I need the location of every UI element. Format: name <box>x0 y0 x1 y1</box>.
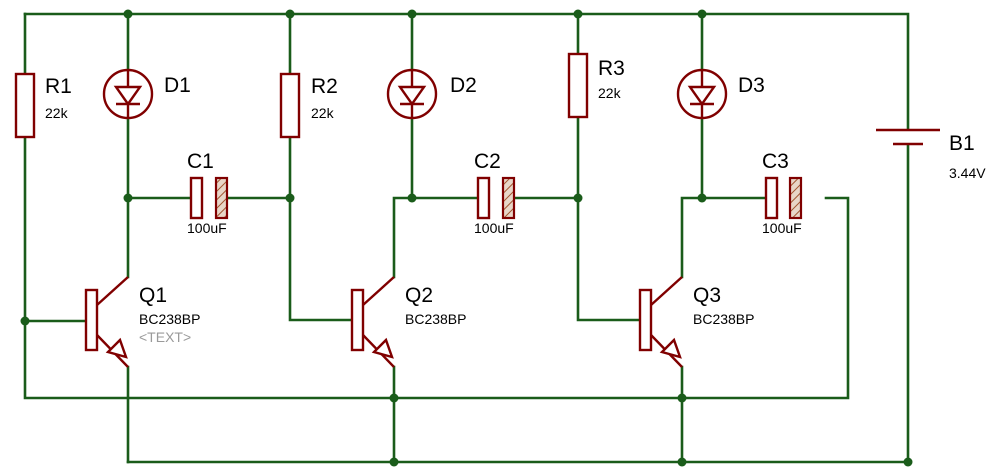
transistor-q2-collector <box>362 276 395 306</box>
battery-b1-value: 3.44V <box>949 165 986 181</box>
junction-dot <box>123 193 133 203</box>
diode-d1-ref: D1 <box>164 74 191 97</box>
transistor-q3-collector <box>650 276 683 306</box>
capacitor-c1-value: 100uF <box>187 220 227 236</box>
capacitor-c2[interactable]: C2 100uF <box>474 150 516 236</box>
resistor-r1-ref: R1 <box>45 75 72 98</box>
transistor-q2-ref: Q2 <box>405 284 433 307</box>
transistor-q3-ref: Q3 <box>693 284 721 307</box>
top-rail-wire <box>23 12 910 130</box>
junctions <box>20 9 913 467</box>
transistor-q1-ref: Q1 <box>139 284 167 307</box>
junction-dot <box>677 393 687 403</box>
transistor-q1-base-bar <box>84 288 99 352</box>
resistor-r1-value: 22k <box>45 105 69 121</box>
diode-d3-triangle <box>687 85 717 107</box>
junction-dot <box>407 9 417 19</box>
diode-d2-ref: D2 <box>450 74 477 97</box>
transistor-q3[interactable]: Q3 BC238BP <box>638 276 754 368</box>
junction-dot <box>20 316 30 326</box>
resistor-r2-value: 22k <box>311 105 335 121</box>
transistor-q1-arrow <box>105 337 128 359</box>
resistor-r3-ref: R3 <box>598 57 625 80</box>
capacitor-c1-plate-plus <box>189 176 204 220</box>
diode-d1[interactable]: D1 <box>102 68 191 120</box>
wires <box>23 12 910 464</box>
r3-bottom-wire <box>576 115 642 322</box>
capacitor-c3-plate-plus <box>764 176 779 220</box>
transistor-q3-arrow <box>659 337 682 359</box>
capacitor-c2-value: 100uF <box>474 220 514 236</box>
junction-dot <box>285 9 295 19</box>
resistor-r3-value: 22k <box>598 85 622 101</box>
junction-dot <box>697 193 707 203</box>
battery-b1-ref: B1 <box>949 132 975 155</box>
capacitor-c3-value: 100uF <box>762 220 802 236</box>
transistor-q2-value: BC238BP <box>405 311 466 327</box>
diode-d1-triangle <box>113 85 143 107</box>
junction-dot <box>285 193 295 203</box>
resistor-r1-body <box>14 72 36 139</box>
capacitor-c3-plate-minus <box>788 176 803 220</box>
transistor-q2-base-bar <box>350 288 365 352</box>
transistor-q1-value: BC238BP <box>139 311 200 327</box>
transistor-q3-value: BC238BP <box>693 311 754 327</box>
junction-dot <box>573 193 583 203</box>
junction-dot <box>677 457 687 467</box>
transistor-q1[interactable]: Q1 BC238BP <TEXT> <box>84 276 200 368</box>
resistor-r2[interactable]: R2 22k <box>279 72 338 139</box>
junction-dot <box>389 457 399 467</box>
diode-d2-triangle <box>397 85 427 107</box>
transistor-q2-arrow <box>371 337 394 359</box>
diode-d3[interactable]: D3 <box>676 68 765 120</box>
battery-b1[interactable]: B1 3.44V <box>876 128 986 181</box>
resistor-r1[interactable]: R1 22k <box>14 72 72 139</box>
capacitor-c1[interactable]: C1 100uF <box>187 150 229 236</box>
r2-bottom-wire <box>288 135 354 322</box>
junction-dot <box>389 393 399 403</box>
transistor-q1-extra: <TEXT> <box>139 329 191 345</box>
c2-left-wire <box>392 196 480 279</box>
junction-dot <box>903 457 913 467</box>
resistor-r3[interactable]: R3 22k <box>567 52 625 119</box>
resistor-r2-body <box>279 72 301 139</box>
transistor-q2[interactable]: Q2 BC238BP <box>350 276 466 368</box>
capacitor-c1-plate-minus <box>214 176 229 220</box>
capacitor-c3[interactable]: C3 100uF <box>762 150 803 236</box>
capacitor-c1-ref: C1 <box>187 150 214 173</box>
capacitor-c2-ref: C2 <box>474 150 501 173</box>
resistor-r3-body <box>567 52 589 119</box>
junction-dot <box>697 9 707 19</box>
transistor-q3-base-bar <box>638 288 653 352</box>
diode-d2[interactable]: D2 <box>386 68 477 120</box>
junction-dot <box>407 193 417 203</box>
r1-bottom-wire <box>23 135 850 400</box>
capacitor-c2-plate-plus <box>476 176 491 220</box>
transistor-q1-collector <box>96 276 129 306</box>
junction-dot <box>123 9 133 19</box>
c3-left-wire <box>680 196 768 279</box>
capacitor-c3-ref: C3 <box>762 150 789 173</box>
capacitor-c2-plate-minus <box>501 176 516 220</box>
diode-d3-ref: D3 <box>738 74 765 97</box>
junction-dot <box>573 9 583 19</box>
resistor-r2-ref: R2 <box>311 75 338 98</box>
